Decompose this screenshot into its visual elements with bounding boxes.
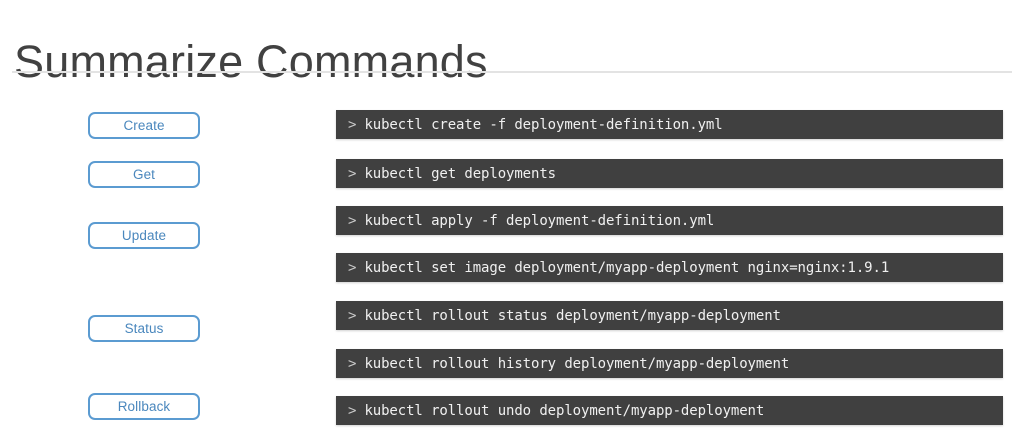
command-bar: > kubectl rollout status deployment/myapp… [336,301,1003,330]
command-bar: > kubectl create -f deployment-definition… [336,110,1003,139]
prompt-chevron-icon: > [348,165,357,182]
command-bar: > kubectl apply -f deployment-definition.… [336,206,1003,235]
command-bar: > kubectl rollout undo deployment/myapp-d… [336,396,1003,425]
command-text: kubectl get deployments [364,165,556,182]
prompt-chevron-icon: > [348,307,357,324]
prompt-chevron-icon: > [348,259,357,276]
prompt-chevron-icon: > [348,212,357,229]
action-button-create[interactable]: Create [88,112,200,139]
prompt-chevron-icon: > [348,355,357,372]
command-text: kubectl apply -f deployment-definition.y… [364,212,715,229]
action-button-get[interactable]: Get [88,161,200,188]
page-title: Summarize Commands [14,36,488,88]
command-bar: > kubectl rollout history deployment/myap… [336,349,1003,378]
action-button-rollback[interactable]: Rollback [88,393,200,420]
command-text: kubectl create -f deployment-definition.… [364,116,723,133]
action-button-status[interactable]: Status [88,315,200,342]
command-text: kubectl rollout history deployment/myapp… [364,355,790,372]
command-text: kubectl rollout undo deployment/myapp-de… [364,402,765,419]
action-button-update[interactable]: Update [88,222,200,249]
command-bar: > kubectl set image deployment/myapp-depl… [336,253,1003,282]
title-divider [12,71,1012,73]
command-text: kubectl set image deployment/myapp-deplo… [364,259,890,276]
command-text: kubectl rollout status deployment/myapp-… [364,307,781,324]
prompt-chevron-icon: > [348,402,357,419]
command-bar: > kubectl get deployments [336,159,1003,188]
prompt-chevron-icon: > [348,116,357,133]
